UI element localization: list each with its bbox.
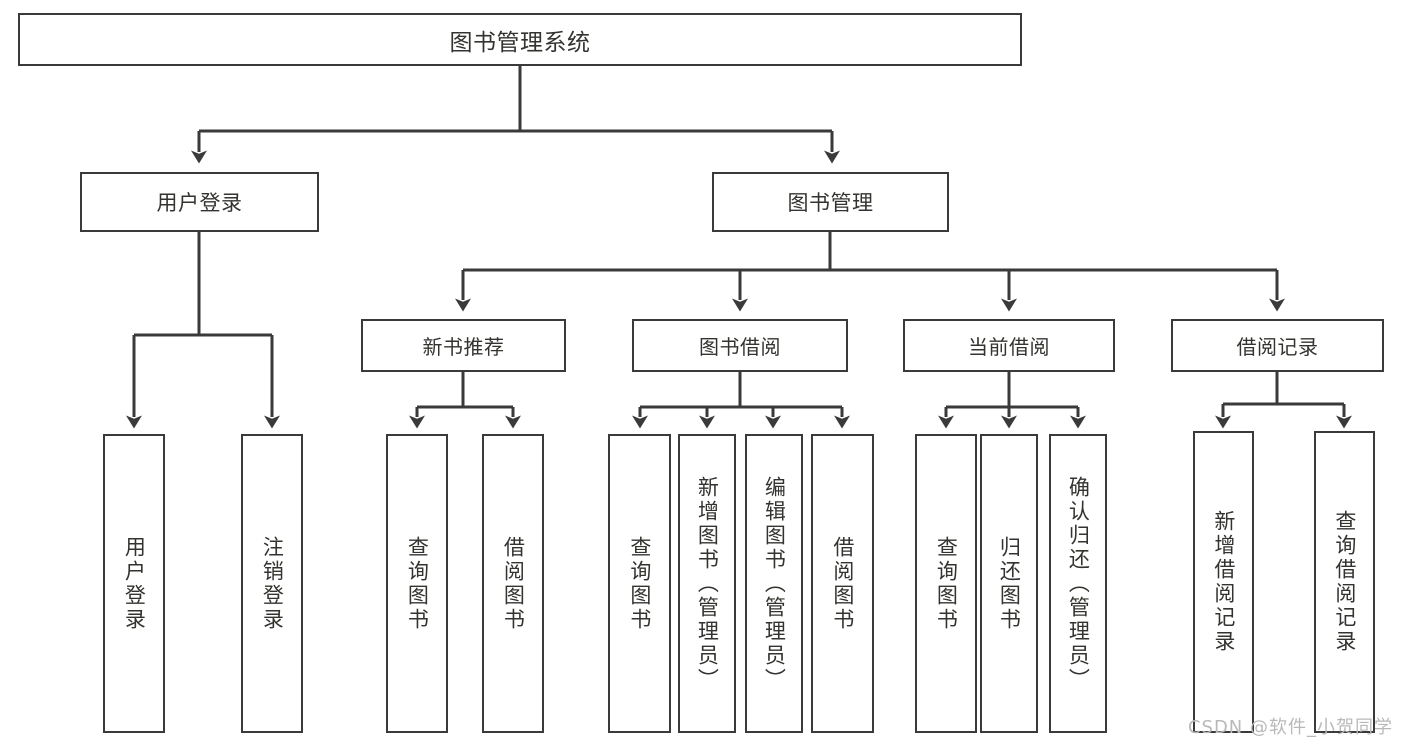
node-borrow-record[interactable]: 借阅记录 (1171, 319, 1384, 372)
leaf-book-borrow-add-book-admin[interactable]: 新增图书（管理员） (678, 434, 736, 733)
leaf-book-borrow-query-books[interactable]: 查询图书 (608, 434, 671, 733)
node-label: 图书管理系统 (449, 29, 591, 56)
leaf-label: 编辑图书（管理员） (762, 475, 787, 692)
leaf-label: 注销登录 (260, 535, 285, 632)
node-label: 图书借阅 (699, 335, 781, 359)
leaf-label: 归还图书 (997, 535, 1022, 632)
leaf-current-borrow-confirm-return-admin[interactable]: 确认归还（管理员） (1049, 434, 1107, 733)
leaf-label: 确认归还（管理员） (1066, 475, 1091, 692)
leaf-book-borrow-borrow-books[interactable]: 借阅图书 (811, 434, 874, 733)
node-label: 用户登录 (156, 191, 243, 215)
node-book-management[interactable]: 图书管理 (712, 172, 949, 232)
leaf-borrow-record-query-record[interactable]: 查询借阅记录 (1314, 431, 1375, 733)
leaf-label: 用户登录 (122, 535, 147, 632)
leaf-new-book-query-books[interactable]: 查询图书 (386, 434, 448, 733)
node-new-book-recommend[interactable]: 新书推荐 (361, 319, 566, 372)
leaf-new-book-borrow-books[interactable]: 借阅图书 (482, 434, 544, 733)
node-user-login[interactable]: 用户登录 (80, 172, 319, 232)
node-label: 当前借阅 (968, 335, 1050, 359)
node-root-book-management-system[interactable]: 图书管理系统 (18, 13, 1022, 66)
leaf-label: 借阅图书 (830, 535, 855, 632)
leaf-label: 新增借阅记录 (1211, 510, 1236, 654)
leaf-label: 借阅图书 (501, 535, 526, 632)
node-label: 新书推荐 (422, 335, 505, 359)
node-label: 图书管理 (787, 191, 874, 215)
leaf-label: 查询图书 (405, 535, 430, 632)
leaf-current-borrow-return-books[interactable]: 归还图书 (980, 434, 1038, 733)
node-label: 借阅记录 (1236, 335, 1319, 359)
leaf-user-login-login[interactable]: 用户登录 (103, 434, 165, 733)
leaf-current-borrow-query-books[interactable]: 查询图书 (915, 434, 977, 733)
leaf-user-login-logout[interactable]: 注销登录 (241, 434, 303, 733)
leaf-label: 新增图书（管理员） (695, 475, 720, 692)
leaf-borrow-record-add-record[interactable]: 新增借阅记录 (1193, 431, 1254, 733)
watermark: CSDN @软件_小贺同学 (1187, 717, 1393, 738)
node-book-borrow[interactable]: 图书借阅 (632, 319, 848, 372)
leaf-book-borrow-edit-book-admin[interactable]: 编辑图书（管理员） (745, 434, 803, 733)
leaf-label: 查询图书 (934, 535, 959, 632)
leaf-label: 查询借阅记录 (1332, 510, 1357, 654)
node-current-borrow[interactable]: 当前借阅 (903, 319, 1115, 372)
leaf-label: 查询图书 (627, 535, 652, 632)
